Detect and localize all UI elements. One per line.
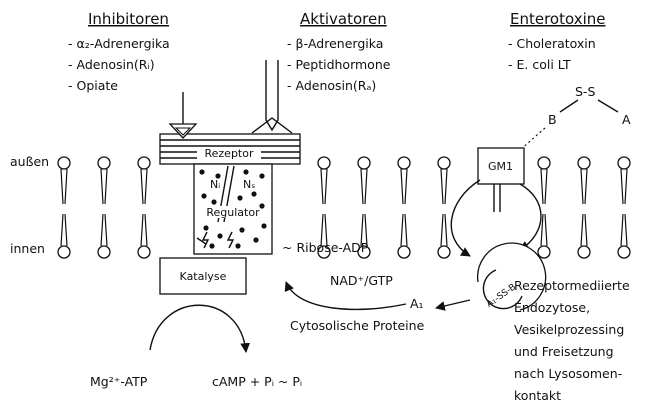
- enterotoxin-item: - Choleratoxin: [508, 36, 596, 51]
- regulator-particle: [211, 199, 216, 204]
- endocytosis-cycle-arrows: [451, 180, 541, 256]
- ni-label: Nᵢ: [210, 178, 220, 191]
- lipid-molecule: [138, 157, 150, 258]
- process-line: und Freisetzung: [514, 344, 614, 359]
- regulator-particle: [209, 243, 214, 248]
- a1-label: A₁: [410, 296, 424, 311]
- atp-reaction: Mg²⁺-ATP cAMP + Pᵢ ~ Pᵢ: [90, 305, 302, 389]
- receptor: Rezeptor: [160, 134, 300, 164]
- inhibitor-item: - α₂-Adrenergika: [68, 36, 170, 51]
- lipid-molecule: [98, 157, 110, 258]
- inhibitor-item: - Adenosin(Rᵢ): [68, 57, 155, 72]
- regulator-particle: [251, 191, 256, 196]
- lipid-molecule: [58, 157, 70, 258]
- regulator-particle: [239, 227, 244, 232]
- activators-heading: Aktivatoren: [300, 10, 387, 28]
- lipid-molecule: [618, 157, 630, 258]
- enterotoxins-heading: Enterotoxine: [510, 10, 606, 28]
- inhibitor-ligand-arrow: [170, 92, 196, 138]
- ribose-adp-label: ~ Ribose-ADP: [282, 240, 369, 255]
- outside-label: außen: [10, 154, 49, 169]
- lipid-molecule: [398, 157, 410, 258]
- enterotoxin-item: - E. coli LT: [508, 57, 571, 72]
- inhibitor-item: - Opiate: [68, 78, 118, 93]
- process-line: nach Lysosomen-: [514, 366, 622, 381]
- regulator-particle: [235, 243, 240, 248]
- chain-b-label: B: [548, 112, 557, 127]
- cytosolic-proteins-label: Cytosolische Proteine: [290, 318, 425, 333]
- activator-item: - Peptidhormone: [287, 57, 391, 72]
- inhibitors-heading: Inhibitoren: [88, 10, 169, 28]
- regulator-particle: [259, 203, 264, 208]
- nad-gtp-label: NAD⁺/GTP: [330, 273, 393, 288]
- regulator-particle: [215, 173, 220, 178]
- regulator-particle: [199, 169, 204, 174]
- regulator-particle: [253, 237, 258, 242]
- regulator-particle: [217, 233, 222, 238]
- regulator-particle: [261, 223, 266, 228]
- toxin-structure: S-S B A: [520, 84, 631, 150]
- process-line: Vesikelprozessing: [514, 322, 624, 337]
- regulator-particle: [201, 193, 206, 198]
- inside-label: innen: [10, 241, 45, 256]
- regulator: Regulator Nᵢ Nₛ: [194, 164, 272, 254]
- regulator-particle: [243, 169, 248, 174]
- reaction-substrate: Mg²⁺-ATP: [90, 374, 148, 389]
- lipid-molecule: [578, 157, 590, 258]
- regulator-label: Regulator: [206, 206, 260, 219]
- disulfide-label: S-S: [575, 84, 595, 99]
- activator-item: - Adenosin(Rₐ): [287, 78, 376, 93]
- ns-label: Nₛ: [243, 178, 255, 191]
- gm1-receptor: GM1: [478, 148, 524, 212]
- chain-a-label: A: [622, 112, 631, 127]
- reaction-product: cAMP + Pᵢ ~ Pᵢ: [212, 374, 302, 389]
- process-line: Rezeptormediierte: [514, 278, 630, 293]
- lipid-molecule: [438, 157, 450, 258]
- receptor-label: Rezeptor: [204, 147, 253, 160]
- catalysis-unit: Katalyse: [160, 258, 246, 294]
- process-line: Endozytose,: [514, 300, 590, 315]
- regulator-particle: [259, 173, 264, 178]
- gm1-label: GM1: [488, 160, 513, 173]
- regulator-particle: [237, 195, 242, 200]
- process-line: kontakt: [514, 388, 561, 403]
- activator-item: - β-Adrenergika: [287, 36, 383, 51]
- regulator-particle: [203, 225, 208, 230]
- catalysis-label: Katalyse: [180, 270, 227, 283]
- activator-binding-site: [252, 60, 292, 133]
